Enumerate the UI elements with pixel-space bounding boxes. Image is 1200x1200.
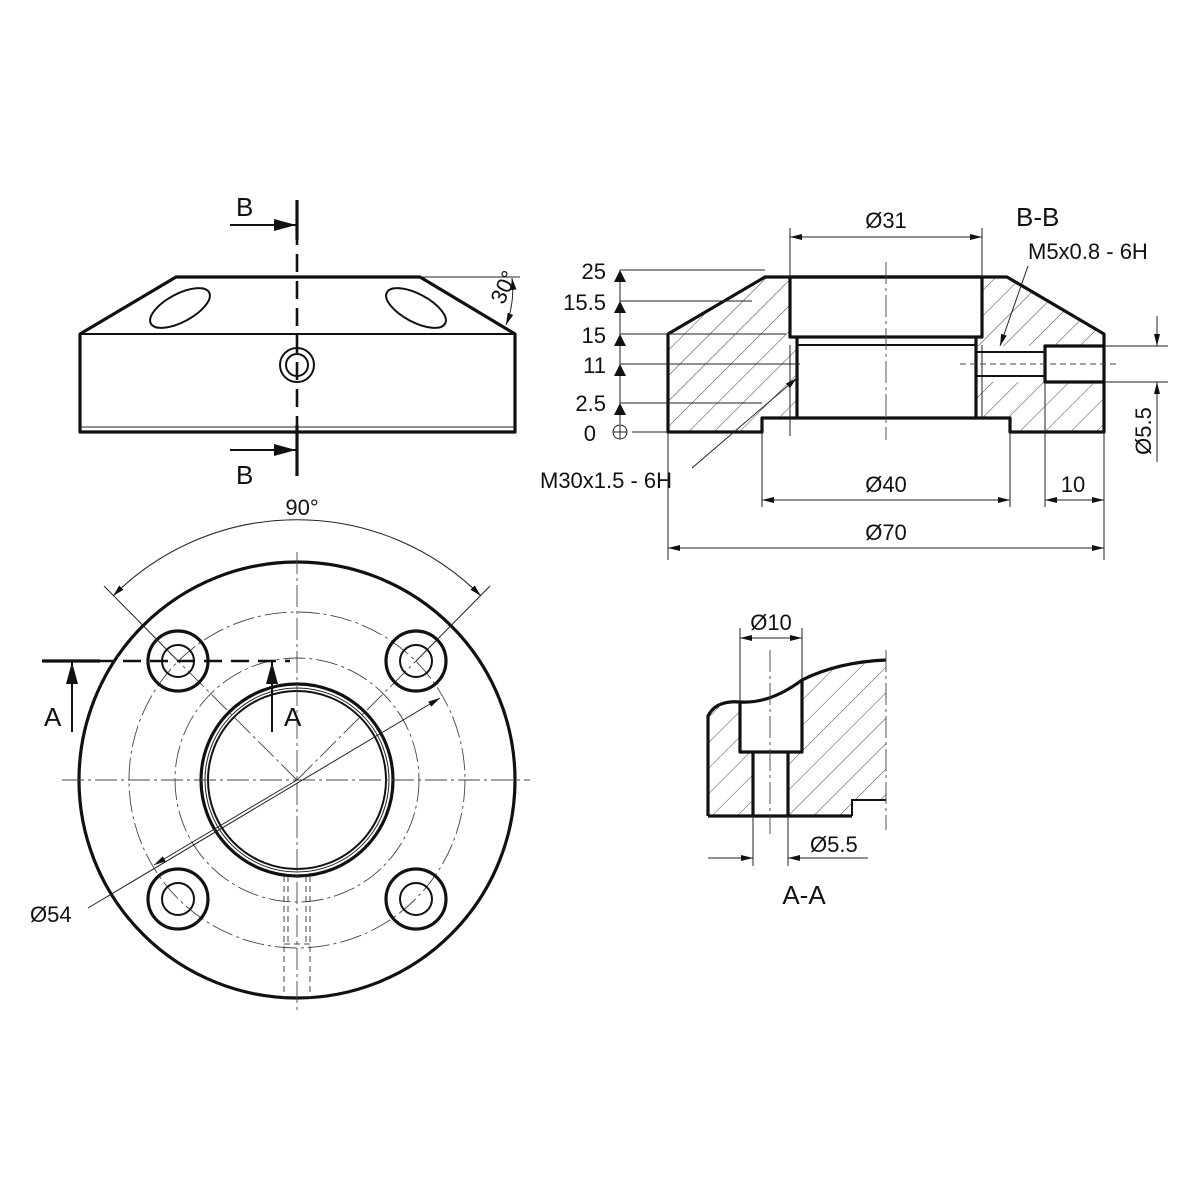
angle-30-label: 30° — [485, 267, 522, 308]
height-arrow-25b — [614, 403, 626, 415]
dim-40-label: Ø40 — [865, 472, 907, 497]
dim-m30-leader — [691, 377, 798, 469]
dim-54-label: Ø54 — [30, 902, 72, 927]
dim-10-label: 10 — [1061, 472, 1085, 497]
dim-10aa-label: Ø10 — [750, 610, 792, 635]
top-view: A A 90° Ø54 — [30, 495, 530, 1010]
dim-70-label: Ø70 — [865, 520, 907, 545]
top-view-diagonal-1 — [177, 660, 298, 781]
dim-m30-label: M30x1.5 - 6H — [540, 468, 672, 493]
front-view-right-bore — [385, 287, 447, 329]
bolt-hole-bottom-right-counterbore — [384, 867, 448, 931]
front-view: B B 30° — [78, 192, 522, 490]
dim-m5-label: M5x0.8 - 6H — [1028, 239, 1148, 264]
angle-90-label: 90° — [285, 495, 318, 520]
dim-54-arrow-inner — [153, 779, 298, 866]
section-aa-counterbore — [738, 680, 804, 754]
section-aa-outline — [706, 658, 887, 816]
angle-90-ext-right — [415, 585, 491, 662]
height-arrow-15 — [614, 334, 626, 346]
height-label-0: 0 — [584, 421, 596, 446]
angle-90-ext-left — [103, 585, 179, 662]
height-arrow-25 — [614, 270, 626, 282]
cut-label-a-left: A — [44, 702, 62, 732]
angle-30-arc — [505, 277, 517, 326]
section-bb-title: B-B — [1016, 202, 1059, 232]
section-aa-step — [851, 799, 886, 816]
cut-label-b-bottom: B — [236, 460, 253, 490]
height-arrow-11 — [614, 364, 626, 376]
section-aa-view: Ø10 Ø5.5 A-A — [706, 610, 887, 910]
bolt-hole-top-right-counterbore — [384, 629, 448, 693]
cut-label-a-right: A — [284, 702, 302, 732]
dim-54-leader — [87, 697, 441, 909]
cut-label-b-top: B — [236, 192, 253, 222]
bolt-hole-bottom-left-counterbore — [146, 867, 210, 931]
height-label-15: 15 — [582, 323, 606, 348]
height-label-155: 15.5 — [563, 290, 606, 315]
height-arrow-155 — [614, 301, 626, 313]
dim-55aa-label: Ø5.5 — [810, 832, 858, 857]
bolt-hole-bottom-left — [161, 882, 195, 916]
dim-31-label: Ø31 — [865, 208, 907, 233]
bolt-hole-top-right — [399, 644, 433, 678]
section-aa-title: A-A — [782, 880, 826, 910]
front-view-left-bore — [149, 287, 211, 329]
bolt-hole-bottom-right — [399, 882, 433, 916]
height-label-11: 11 — [583, 353, 606, 378]
angle-90-arc — [112, 519, 482, 597]
height-label-25b: 2.5 — [575, 391, 606, 416]
height-label-25: 25 — [582, 259, 606, 284]
dim-55-right-label: Ø5.5 — [1131, 407, 1156, 455]
dim-m5-leader — [999, 265, 1029, 347]
section-bb-hatch-right — [976, 277, 1104, 432]
top-view-diagonal-2 — [296, 660, 417, 781]
section-bb-view: B-B 25 15.5 15 11 — [540, 202, 1168, 560]
section-bb-hatch-left — [668, 277, 797, 432]
